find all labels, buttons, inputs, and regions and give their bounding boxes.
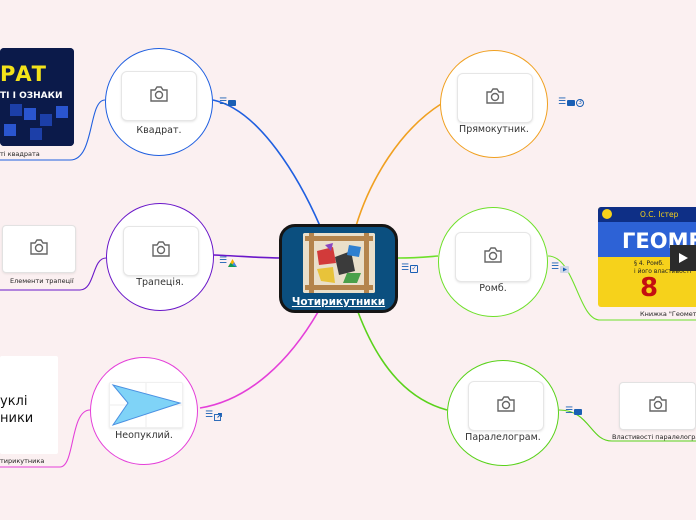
camera-icon (149, 86, 169, 106)
drive-icon[interactable] (228, 252, 238, 271)
notes-icon[interactable]: ☰ (558, 97, 567, 107)
attachment-icon[interactable]: ✓ (410, 264, 419, 273)
node-romb[interactable]: Ромб. (438, 207, 548, 317)
external-link-icon[interactable] (214, 406, 223, 425)
node-label: Квадрат. (136, 125, 182, 136)
camera-icon (648, 396, 668, 416)
leaf-romb-caption: Книжка "Геометр (640, 310, 696, 318)
leaf-paralelohram-image[interactable] (619, 382, 696, 430)
image-placeholder (123, 226, 199, 276)
book-author: О.С. Істер (640, 210, 679, 219)
node-romb-icons: ☰ (551, 258, 570, 277)
node-neopuklyi-icons: ☰ (205, 406, 223, 425)
notes-icon[interactable]: ☰ (565, 406, 574, 416)
book-subtitle: § 4. Ромб. (634, 260, 664, 267)
central-topic[interactable]: Чотирикутники (279, 224, 398, 313)
image-placeholder (455, 232, 531, 282)
play-icon[interactable] (670, 245, 696, 271)
book-grade: 8 (640, 273, 659, 303)
notes-icon[interactable]: ☰ (205, 410, 214, 420)
leaf-trapetsiia-caption: Елементи трапеції (10, 277, 74, 285)
link-icon[interactable] (567, 99, 576, 106)
camera-icon (496, 396, 516, 416)
image-placeholder (121, 71, 197, 121)
node-label: Ромб. (479, 283, 507, 294)
camera-icon (29, 239, 49, 259)
node-paralelohram[interactable]: Паралелограм. (447, 360, 559, 466)
link-icon[interactable] (228, 99, 237, 106)
node-trapetsiia[interactable]: Трапеція. (106, 203, 214, 311)
central-topic-title: Чотирикутники (291, 296, 386, 308)
node-kvadrat[interactable]: Квадрат. (105, 48, 213, 156)
notes-icon[interactable]: ☰ (551, 262, 560, 272)
leaf-kvadrat-caption: ті квадрата (0, 150, 40, 158)
camera-icon (151, 241, 171, 261)
node-label: Прямокутник. (459, 124, 529, 135)
concave-quadrilateral-image (109, 382, 183, 428)
leaf-romb-book[interactable]: О.С. Істер ГЕОМЕ § 4. Ромб. і його власт… (598, 207, 696, 307)
video-icon[interactable] (560, 258, 570, 277)
node-label: Трапеція. (136, 277, 184, 288)
node-label: Неопуклий. (115, 430, 173, 441)
notes-icon[interactable]: ☰ (219, 97, 228, 107)
image-placeholder (468, 381, 544, 431)
leaf-paralelohram-caption: Властивості паралелограм (612, 433, 696, 441)
book-subtitle: і його властивості (634, 268, 692, 275)
image-placeholder (457, 73, 533, 123)
node-kvadrat-icons: ☰ (219, 97, 237, 107)
node-trapetsiia-icons: ☰ (219, 252, 238, 271)
node-neopuklyi[interactable]: Неопуклий. (90, 357, 198, 465)
book-emblem (602, 209, 612, 219)
quadrilaterals-image (303, 233, 375, 293)
leaf-neopuklyi-image[interactable]: уклі ники (0, 356, 58, 454)
central-topic-icons: ☰ ✓ (401, 263, 419, 273)
notes-icon[interactable]: ☰ (219, 256, 228, 266)
notes-icon[interactable]: ☰ (401, 263, 410, 273)
leaf-kvadrat-thumbnail[interactable]: РАТ ТІ І ОЗНАКИ (0, 48, 74, 146)
thumbnail-subtitle: ТІ І ОЗНАКИ (0, 91, 63, 101)
node-label: Паралелограм. (465, 432, 541, 443)
leaf-trapetsiia-image[interactable] (2, 225, 76, 273)
thumbnail-title: РАТ (0, 62, 46, 86)
camera-icon (483, 247, 503, 267)
leaf-neopuklyi-caption: тирикутника (0, 457, 45, 465)
count-badge[interactable]: 3 (576, 98, 585, 107)
book-header (598, 207, 696, 222)
leaf-text-line: ники (0, 411, 34, 426)
link-icon[interactable] (574, 408, 583, 415)
node-priamokutnyk[interactable]: Прямокутник. (440, 50, 548, 158)
node-priamokutnyk-icons: ☰ 3 (558, 97, 585, 107)
node-paralelohram-icons: ☰ (565, 406, 583, 416)
leaf-text-line: уклі (0, 394, 28, 409)
camera-icon (485, 88, 505, 108)
